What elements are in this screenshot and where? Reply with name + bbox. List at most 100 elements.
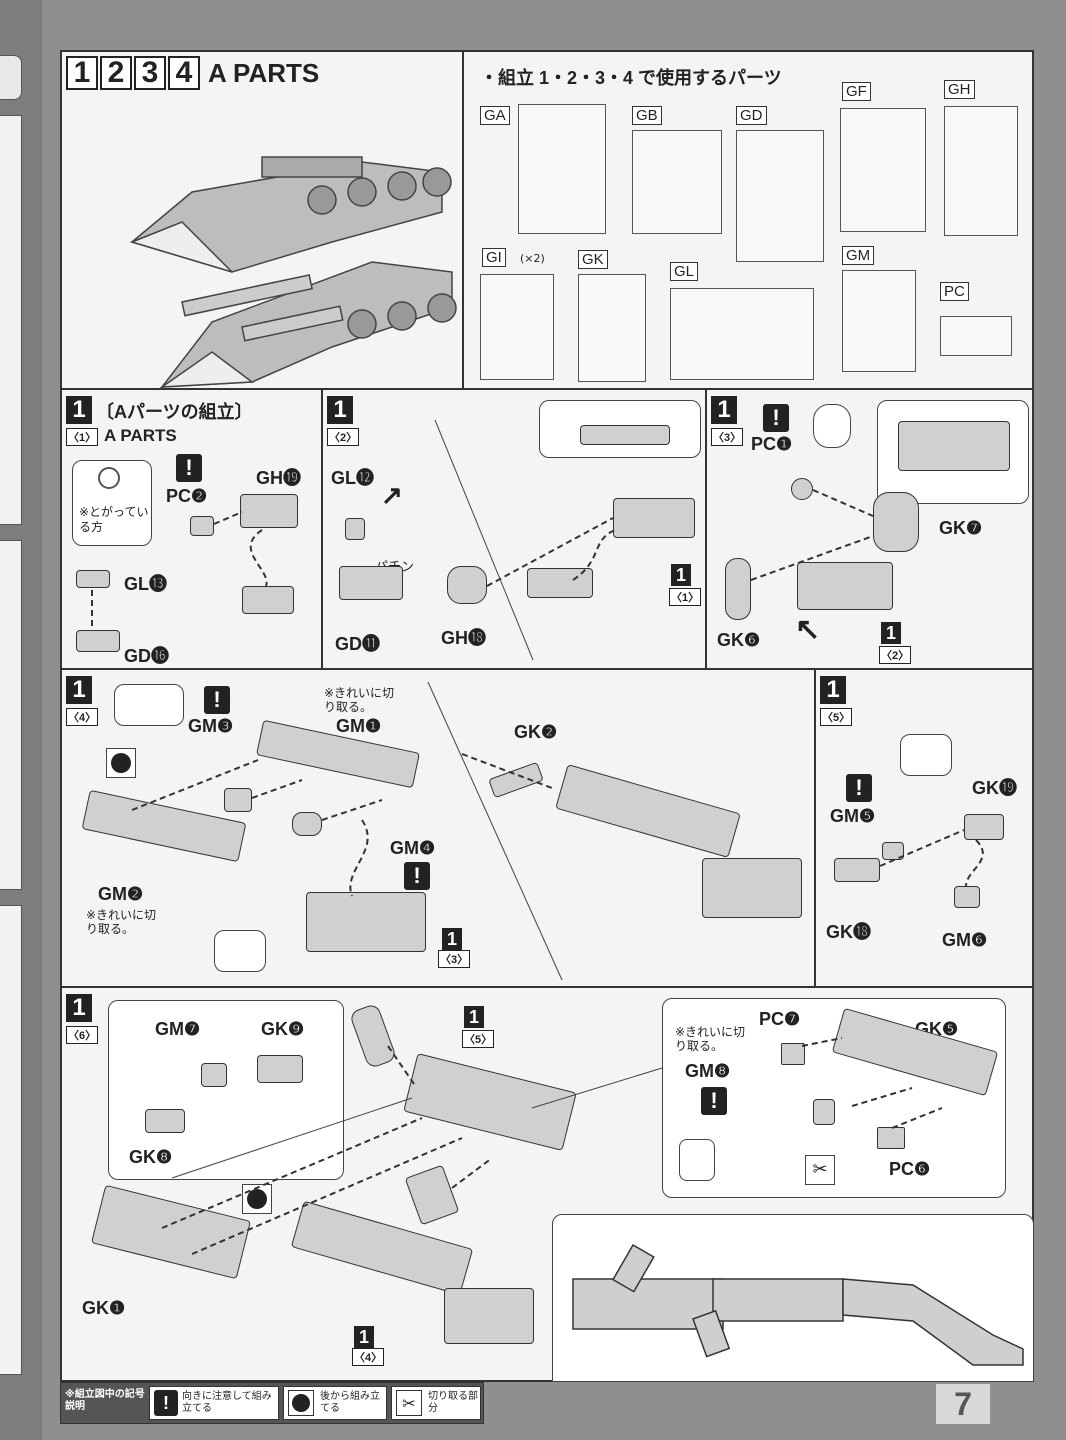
part-gd16 — [76, 630, 120, 652]
step-ref-badge: 1 — [354, 1326, 374, 1348]
part-label-pc1: PC❶ — [751, 434, 793, 454]
part-label-gk1: GK❶ — [82, 1298, 126, 1318]
detail-part — [898, 421, 1010, 471]
part-label-gd11: GD⓫ — [335, 634, 380, 654]
part-label-gk18: GK⓲ — [826, 922, 871, 942]
runner-gl — [670, 288, 814, 380]
substep-label: 〈3〉 — [711, 428, 744, 446]
part-gl13 — [76, 570, 110, 588]
warning-icon: ! — [154, 1390, 178, 1416]
cut-icon: ✂ — [805, 1155, 835, 1185]
step-ref-badge: 1 — [881, 622, 901, 644]
warning-icon: ! — [763, 404, 789, 432]
a-parts-render — [129, 156, 457, 388]
cut-note: ※きれいに切り取る。 — [324, 686, 395, 714]
part-label-gl12: GL⓬ — [331, 468, 374, 488]
assembly-lines — [750, 489, 874, 581]
part-label-gk9: GK❾ — [261, 1019, 305, 1039]
arrow-4: ↖ — [795, 613, 821, 646]
assembly-lines — [91, 511, 268, 628]
symbol-legend: ※組立図中の記号説明 ! 向きに注意して組み立てる 後から組み立てる ✂ 切り取… — [60, 1382, 484, 1424]
legend-text: 向きに注意して組み立てる — [182, 1391, 272, 1414]
previous-page-tab — [0, 55, 22, 100]
part-gh18 — [447, 566, 487, 604]
part-assembly — [613, 498, 695, 538]
warning-icon: ! — [404, 862, 430, 890]
part-gk6 — [725, 558, 751, 620]
step-1-3-panel: 1 〈3〉 ! PC❶ GK❼ GK❻ ↖ 1 〈2〉 — [705, 388, 1034, 670]
part-label-gk7: GK❼ — [939, 518, 983, 538]
runner-gm — [842, 270, 916, 372]
part-gh19 — [240, 494, 298, 528]
parts-used-caption: ・組立 1・2・3・4 で使用するパーツ — [480, 68, 782, 88]
runner-count: (×2) — [520, 252, 545, 265]
runner-ga — [518, 104, 606, 234]
runner-gh — [944, 106, 1018, 236]
runners-panel: ・組立 1・2・3・4 で使用するパーツ GA GB GD GF GH GI (… — [462, 50, 1034, 390]
part-gm4 — [292, 812, 322, 836]
legend-item-cut: ✂ 切り取る部分 — [391, 1386, 481, 1420]
part-pc1 — [791, 478, 813, 500]
part-label-gm1: GM❶ — [336, 716, 382, 736]
step-badge: 1 — [66, 396, 92, 424]
step-number: 1 — [66, 56, 98, 90]
part-label-gm4: GM❹ — [390, 838, 436, 858]
runner-gi — [480, 274, 554, 380]
part-pc7 — [781, 1043, 805, 1065]
assembly-lines — [131, 681, 563, 981]
detail-callout — [900, 734, 952, 776]
callout-text: ※とがっている方 — [79, 505, 149, 534]
back-assembly-icon — [106, 748, 136, 778]
step-1-1-panel: 1 〈1〉 〔Aパーツの組立〕 A PARTS ※とがっている方 ! PC❷ G… — [60, 388, 323, 670]
part-label-gk19: GK⓳ — [972, 778, 1017, 798]
runner-label-gl: GL — [670, 262, 699, 281]
previous-page-panel — [0, 905, 22, 1375]
detail-callout — [214, 930, 266, 972]
step-1-4-panel: 1 〈4〉 ! GM❸ ※きれいに切り取る。 GM❶ GM❹ ! GM❷ ※きれ… — [60, 668, 816, 988]
part-label-gm3: GM❸ — [188, 716, 234, 736]
step-ref-badge: 1 — [464, 1006, 484, 1028]
part-gm8 — [813, 1099, 835, 1125]
detail-callout — [813, 404, 851, 448]
runner-label-gi: GI — [482, 248, 506, 267]
part-label-pc7: PC❼ — [759, 1009, 801, 1029]
pc-part-icon — [98, 467, 120, 489]
cut-note: ※きれいに切り取る。 — [86, 908, 157, 936]
warning-icon: ! — [176, 454, 202, 482]
warning-icon: ! — [204, 686, 230, 714]
step-badge: 1 — [66, 994, 92, 1022]
part-gk8 — [145, 1109, 185, 1133]
part-label-gm6: GM❻ — [942, 930, 988, 950]
step-number: 4 — [168, 56, 200, 90]
part-assembly — [242, 586, 294, 614]
part-gl12 — [345, 518, 365, 540]
part-label-gd16: GD⓰ — [124, 646, 169, 666]
detail-callout — [877, 400, 1029, 504]
legend-title: ※組立図中の記号説明 — [65, 1389, 145, 1412]
warning-icon: ! — [846, 774, 872, 802]
substep-label: 〈4〉 — [66, 708, 99, 726]
step-badge: 1 — [66, 676, 92, 704]
step-ref-sub: 〈1〉 — [669, 588, 702, 606]
section-title-en: A PARTS — [104, 426, 177, 445]
warning-icon: ! — [701, 1087, 727, 1115]
substep-label: 〈5〉 — [820, 708, 853, 726]
back-assembly-icon — [242, 1184, 272, 1214]
back-assembly-dot — [111, 753, 131, 773]
part-label-pc2: PC❷ — [166, 486, 208, 506]
step-ref-sub: 〈5〉 — [462, 1030, 495, 1048]
step-ref-badge: 1 — [671, 564, 691, 586]
detail-callout — [539, 400, 701, 458]
runner-label-gf: GF — [842, 82, 871, 101]
legend-item-back: 後から組み立てる — [283, 1386, 387, 1420]
part-gk19 — [964, 814, 1004, 840]
substep-label: 〈1〉 — [66, 428, 99, 446]
cut-note: ※きれいに切り取る。 — [675, 1025, 746, 1053]
part-label-gm7: GM❼ — [155, 1019, 201, 1039]
back-assembly-dot — [292, 1394, 310, 1412]
part-assembly — [306, 892, 426, 952]
part-pc2 — [190, 516, 214, 536]
part-label-gl13: GL⓭ — [124, 574, 167, 594]
part-label-gm8: GM❽ — [685, 1061, 731, 1081]
completed-assembly-drawing — [572, 1243, 1024, 1366]
